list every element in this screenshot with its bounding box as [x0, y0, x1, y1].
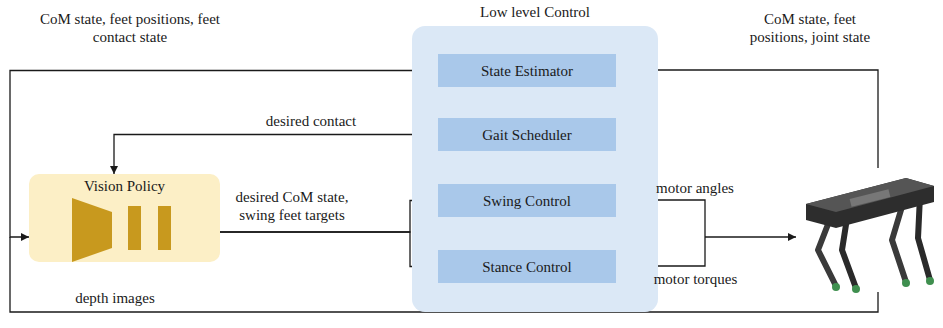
edge-label: desired CoM state, swing feet targets [222, 188, 362, 224]
connector [220, 232, 438, 267]
box-heading: Vision Policy [29, 174, 220, 195]
signal-label: motor angles [640, 179, 750, 197]
edge-label: desired contact [236, 112, 386, 130]
box-heading: Low level Control [412, 0, 658, 21]
box-label: State Estimator [481, 62, 573, 80]
process-box: Gait Scheduler [438, 118, 616, 151]
process-box: State Estimator [438, 54, 616, 87]
robot-illustration [806, 178, 934, 293]
box-label: Gait Scheduler [482, 126, 572, 144]
box-label: Stance Control [482, 258, 572, 276]
control-panel: Low level ControlState EstimatorGait Sch… [412, 0, 658, 312]
box-label: Swing Control [483, 192, 571, 210]
edge-label: CoM state, feet positions, feet contact … [35, 10, 225, 46]
process-box: Stance Control [438, 250, 616, 283]
signal-label: depth images [50, 289, 180, 307]
signal-label: motor torques [638, 270, 753, 288]
policy-box: Vision Policy [29, 174, 220, 262]
connector [114, 135, 438, 175]
process-box: Swing Control [438, 184, 616, 217]
motor-wire [705, 236, 796, 237]
feedback-wire [624, 70, 878, 168]
signal-label: CoM state, feet positions, joint state [735, 10, 885, 46]
